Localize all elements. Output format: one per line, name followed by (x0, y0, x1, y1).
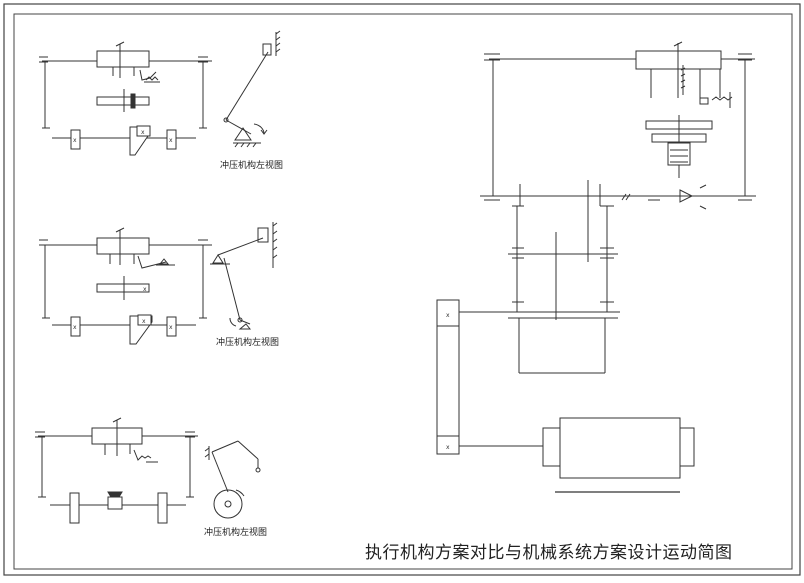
scheme-3-caption: 冲压机构左视图 (204, 528, 268, 538)
scheme-1-caption: 冲压机构左视图 (220, 161, 284, 171)
drawing-title: 执行机构方案对比与机械系统方案设计运动简图 (365, 543, 733, 563)
scheme-1-left-view (223, 30, 281, 148)
svg-text:x: x (143, 286, 147, 293)
svg-text:x: x (446, 444, 450, 451)
sheet-border (3, 3, 801, 576)
scheme-2-mechanism: x x x x (39, 227, 212, 345)
inner-frame (13, 13, 793, 570)
svg-text:x: x (169, 137, 173, 144)
svg-text:x: x (73, 324, 77, 331)
scheme-3-left-view (204, 440, 261, 519)
svg-text:x: x (446, 312, 450, 319)
svg-text:x: x (141, 129, 145, 136)
svg-text:x: x (73, 137, 77, 144)
scheme-1-mechanism: x x x (39, 41, 212, 156)
scheme-3-mechanism (35, 417, 198, 524)
main-transmission-system: x x (436, 41, 756, 493)
svg-text:x: x (142, 318, 146, 325)
svg-text:x: x (169, 324, 173, 331)
scheme-2-caption: 冲压机构左视图 (216, 338, 280, 348)
scheme-2-left-view (210, 222, 278, 330)
